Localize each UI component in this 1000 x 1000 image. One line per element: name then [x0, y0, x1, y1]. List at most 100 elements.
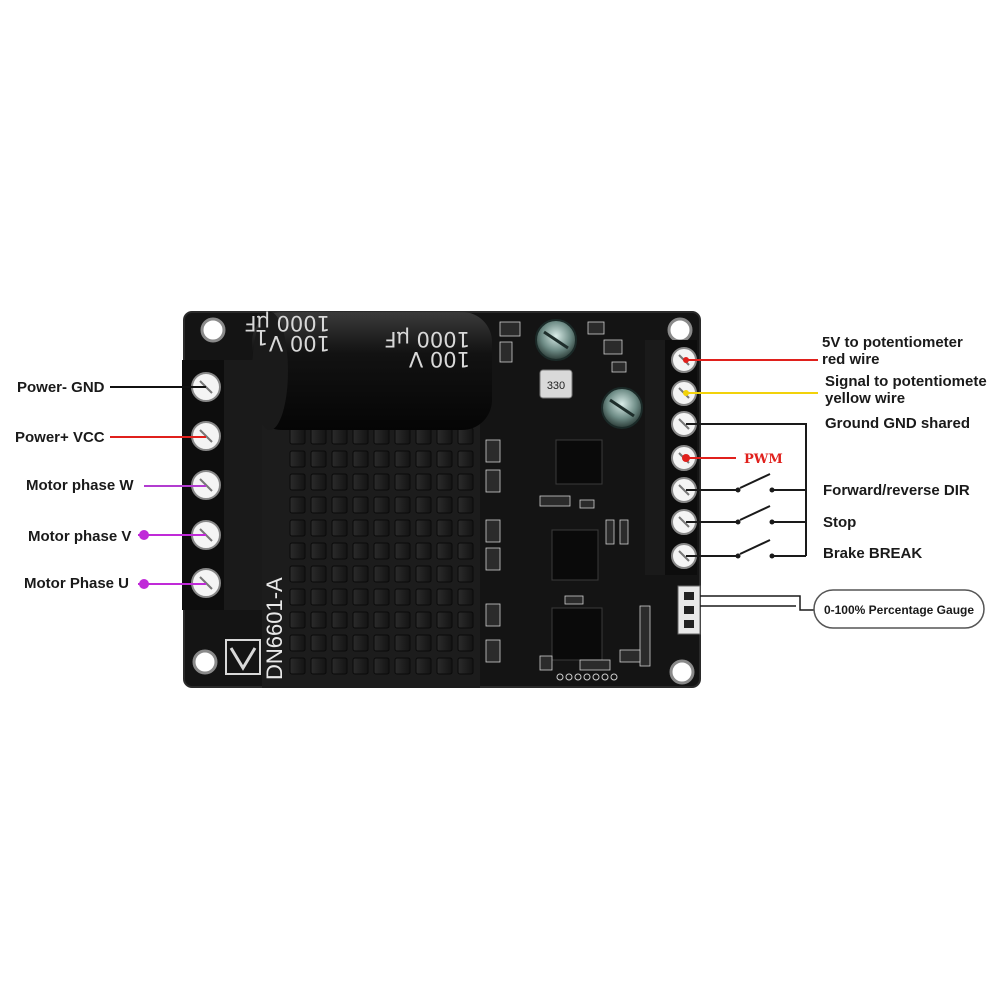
smd-part [485, 519, 501, 543]
heatsink-fin [289, 473, 306, 491]
pwm-dot [682, 454, 690, 462]
label-ground-shared: Ground GND shared [825, 415, 970, 432]
gauge-connector [677, 585, 701, 635]
wire-end-dot [139, 530, 149, 540]
heatsink-fin [436, 473, 453, 491]
heatsink-fin [415, 634, 432, 652]
heatsink-fin [352, 588, 369, 606]
heatsink-fin [331, 473, 348, 491]
heatsink-fin [457, 657, 474, 675]
heatsink-fin [310, 496, 327, 514]
heatsink-fin [415, 588, 432, 606]
heatsink-fin [310, 473, 327, 491]
heatsink-fin [394, 611, 411, 629]
heatsink-fin [415, 611, 432, 629]
heatsink-fin [457, 450, 474, 468]
label-motor-phase-v: Motor phase V [28, 528, 131, 545]
mount-hole [200, 317, 226, 343]
label-5v-potentiometer: 5V to potentiometer [822, 334, 963, 351]
heatsink-fin [352, 450, 369, 468]
heatsink-fin [415, 450, 432, 468]
label-pwm: PWM [744, 452, 783, 467]
wire-end-dot [139, 579, 149, 589]
inductor-label: 330 [547, 380, 565, 392]
left-terminal-block [182, 360, 262, 610]
label-red-wire: red wire [822, 351, 880, 368]
wire-gauge [700, 595, 814, 611]
cap-voltage-label: 100 V [408, 347, 470, 371]
heatsink-fin [289, 496, 306, 514]
heatsink-fin [331, 634, 348, 652]
heatsink-fin [415, 473, 432, 491]
heatsink-fin [289, 427, 306, 445]
heatsink [262, 418, 480, 688]
heatsink-fin [310, 565, 327, 583]
heatsink-fin [457, 634, 474, 652]
heatsink-fin [415, 427, 432, 445]
heatsink-fin [436, 519, 453, 537]
heatsink-fin [373, 542, 390, 560]
heatsink-fin [352, 657, 369, 675]
smd-part [485, 547, 501, 571]
heatsink-fin [415, 657, 432, 675]
label-brake: Brake BREAK [823, 545, 922, 562]
switch-contact [735, 553, 741, 559]
header-pin [556, 673, 564, 681]
heatsink-fin [394, 519, 411, 537]
heatsink-fin [457, 611, 474, 629]
smd-part [539, 495, 571, 507]
switch-contact [735, 487, 741, 493]
label-direction: Forward/reverse DIR [823, 482, 970, 499]
label-signal-potentiometer: Signal to potentiomete [825, 373, 987, 390]
heatsink-fin [394, 565, 411, 583]
switch-blade [739, 473, 771, 489]
heatsink-fin [394, 496, 411, 514]
heatsink-fin [352, 634, 369, 652]
heatsink-fin [352, 519, 369, 537]
heatsink-fin [394, 634, 411, 652]
heatsink-fin [457, 473, 474, 491]
screw-slot [678, 550, 690, 562]
heatsink-fin [310, 611, 327, 629]
bulk-capacitor: 100 V 1000 µF 100 V 1000 µF 1 [244, 311, 492, 430]
heatsink-fin [436, 657, 453, 675]
small-capacitor [601, 387, 643, 429]
mount-hole [192, 649, 218, 675]
cap-capacitance-label-2: 1000 µF [244, 311, 330, 335]
heatsink-fin [373, 450, 390, 468]
heatsink-fin [289, 519, 306, 537]
cap-voltage-label-2: 100 V [268, 331, 330, 355]
screw-slot [678, 418, 690, 430]
heatsink-fin [394, 588, 411, 606]
heatsink-fin [457, 427, 474, 445]
heatsink-fin [373, 611, 390, 629]
heatsink-fin [457, 542, 474, 560]
heatsink-fin [373, 473, 390, 491]
heatsink-fin [394, 427, 411, 445]
smd-part [485, 639, 501, 663]
smd-part [564, 595, 584, 605]
heatsink-fin [289, 588, 306, 606]
label-gauge: 0-100% Percentage Gauge [824, 603, 974, 617]
small-capacitor [535, 319, 577, 361]
header-pin [565, 673, 573, 681]
label-yellow-wire: yellow wire [825, 390, 905, 407]
heatsink-fin [289, 634, 306, 652]
label-power-gnd: Power- GND [17, 379, 105, 396]
smd-part [499, 321, 521, 337]
heatsink-fin [373, 565, 390, 583]
switch-contact [735, 519, 741, 525]
ic-chip [551, 607, 603, 661]
heatsink-fin [394, 657, 411, 675]
heatsink-fin [289, 542, 306, 560]
model-label: DN6601-A [262, 577, 287, 680]
smd-part [499, 341, 513, 363]
heatsink-fin [436, 496, 453, 514]
heatsink-fin [436, 611, 453, 629]
cap-edge-digit: 1 [255, 325, 268, 349]
heatsink-fin [289, 657, 306, 675]
heatsink-fin [373, 657, 390, 675]
wire-5v-dot [683, 357, 689, 363]
smd-part [611, 361, 627, 373]
